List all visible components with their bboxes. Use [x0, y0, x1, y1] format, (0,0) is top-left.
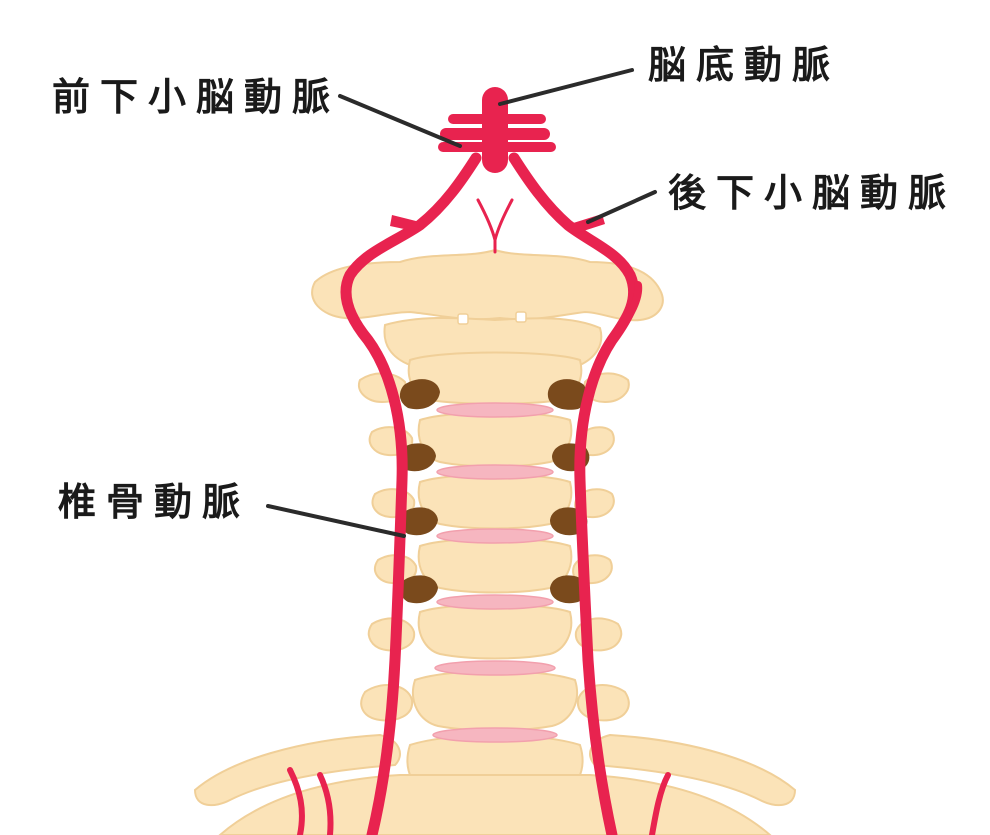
label-basilar-artery: 脳底動脈 — [648, 43, 841, 87]
c4-body — [417, 473, 573, 530]
foramen-left-c3 — [399, 379, 440, 410]
atlas-notch-right — [515, 311, 527, 323]
disc-c5-c6 — [436, 594, 554, 610]
leader-pica — [586, 190, 657, 224]
leader-vertebral — [266, 504, 406, 538]
c6-body — [417, 603, 573, 660]
leader-basilar — [498, 68, 634, 106]
intervertebral-discs — [432, 402, 558, 743]
atlas-notch-left — [457, 313, 469, 325]
leader-lines — [266, 68, 657, 538]
c5-body — [417, 537, 573, 594]
right-atlas-loop — [608, 281, 643, 344]
aica-branch — [438, 142, 556, 152]
transverse-foramina — [397, 379, 590, 604]
disc-c2-c3 — [436, 402, 554, 418]
foramen-left-c6 — [399, 575, 438, 604]
anterior-spinal-branch-left — [476, 198, 497, 242]
cervical-vertebrae — [193, 248, 797, 835]
aica-left-branch — [390, 215, 420, 232]
label-anterior-inferior-cerebellar-artery: 前下小脳動脈 — [52, 75, 341, 119]
atlas-vertebra — [311, 248, 664, 322]
leader-aica — [338, 94, 462, 148]
left-neck-branch-1 — [287, 767, 305, 835]
disc-c3-c4 — [436, 464, 554, 480]
c3-body — [417, 411, 573, 468]
left-neck-branch-2 — [317, 772, 334, 835]
disc-c4-c5 — [436, 528, 554, 544]
label-vertebral-artery: 椎骨動脈 — [58, 480, 251, 524]
upper-thorax — [218, 774, 772, 835]
left-rib — [193, 733, 401, 807]
foramen-right-c3 — [547, 379, 588, 410]
label-posterior-inferior-cerebellar-artery: 後下小脳動脈 — [668, 171, 957, 215]
anterior-spinal-branch-right — [493, 198, 514, 242]
foramen-right-c6 — [550, 575, 588, 604]
middle-branch — [440, 128, 550, 140]
superior-branch — [448, 114, 546, 124]
disc-c7-t1 — [432, 727, 558, 743]
right-neck-branch — [649, 772, 671, 835]
disc-c6-c7 — [434, 660, 556, 676]
cerebellar-branches — [390, 114, 605, 234]
atlas-notches — [457, 311, 527, 325]
c7-body — [412, 670, 578, 732]
foramen-left-c5 — [399, 507, 438, 536]
